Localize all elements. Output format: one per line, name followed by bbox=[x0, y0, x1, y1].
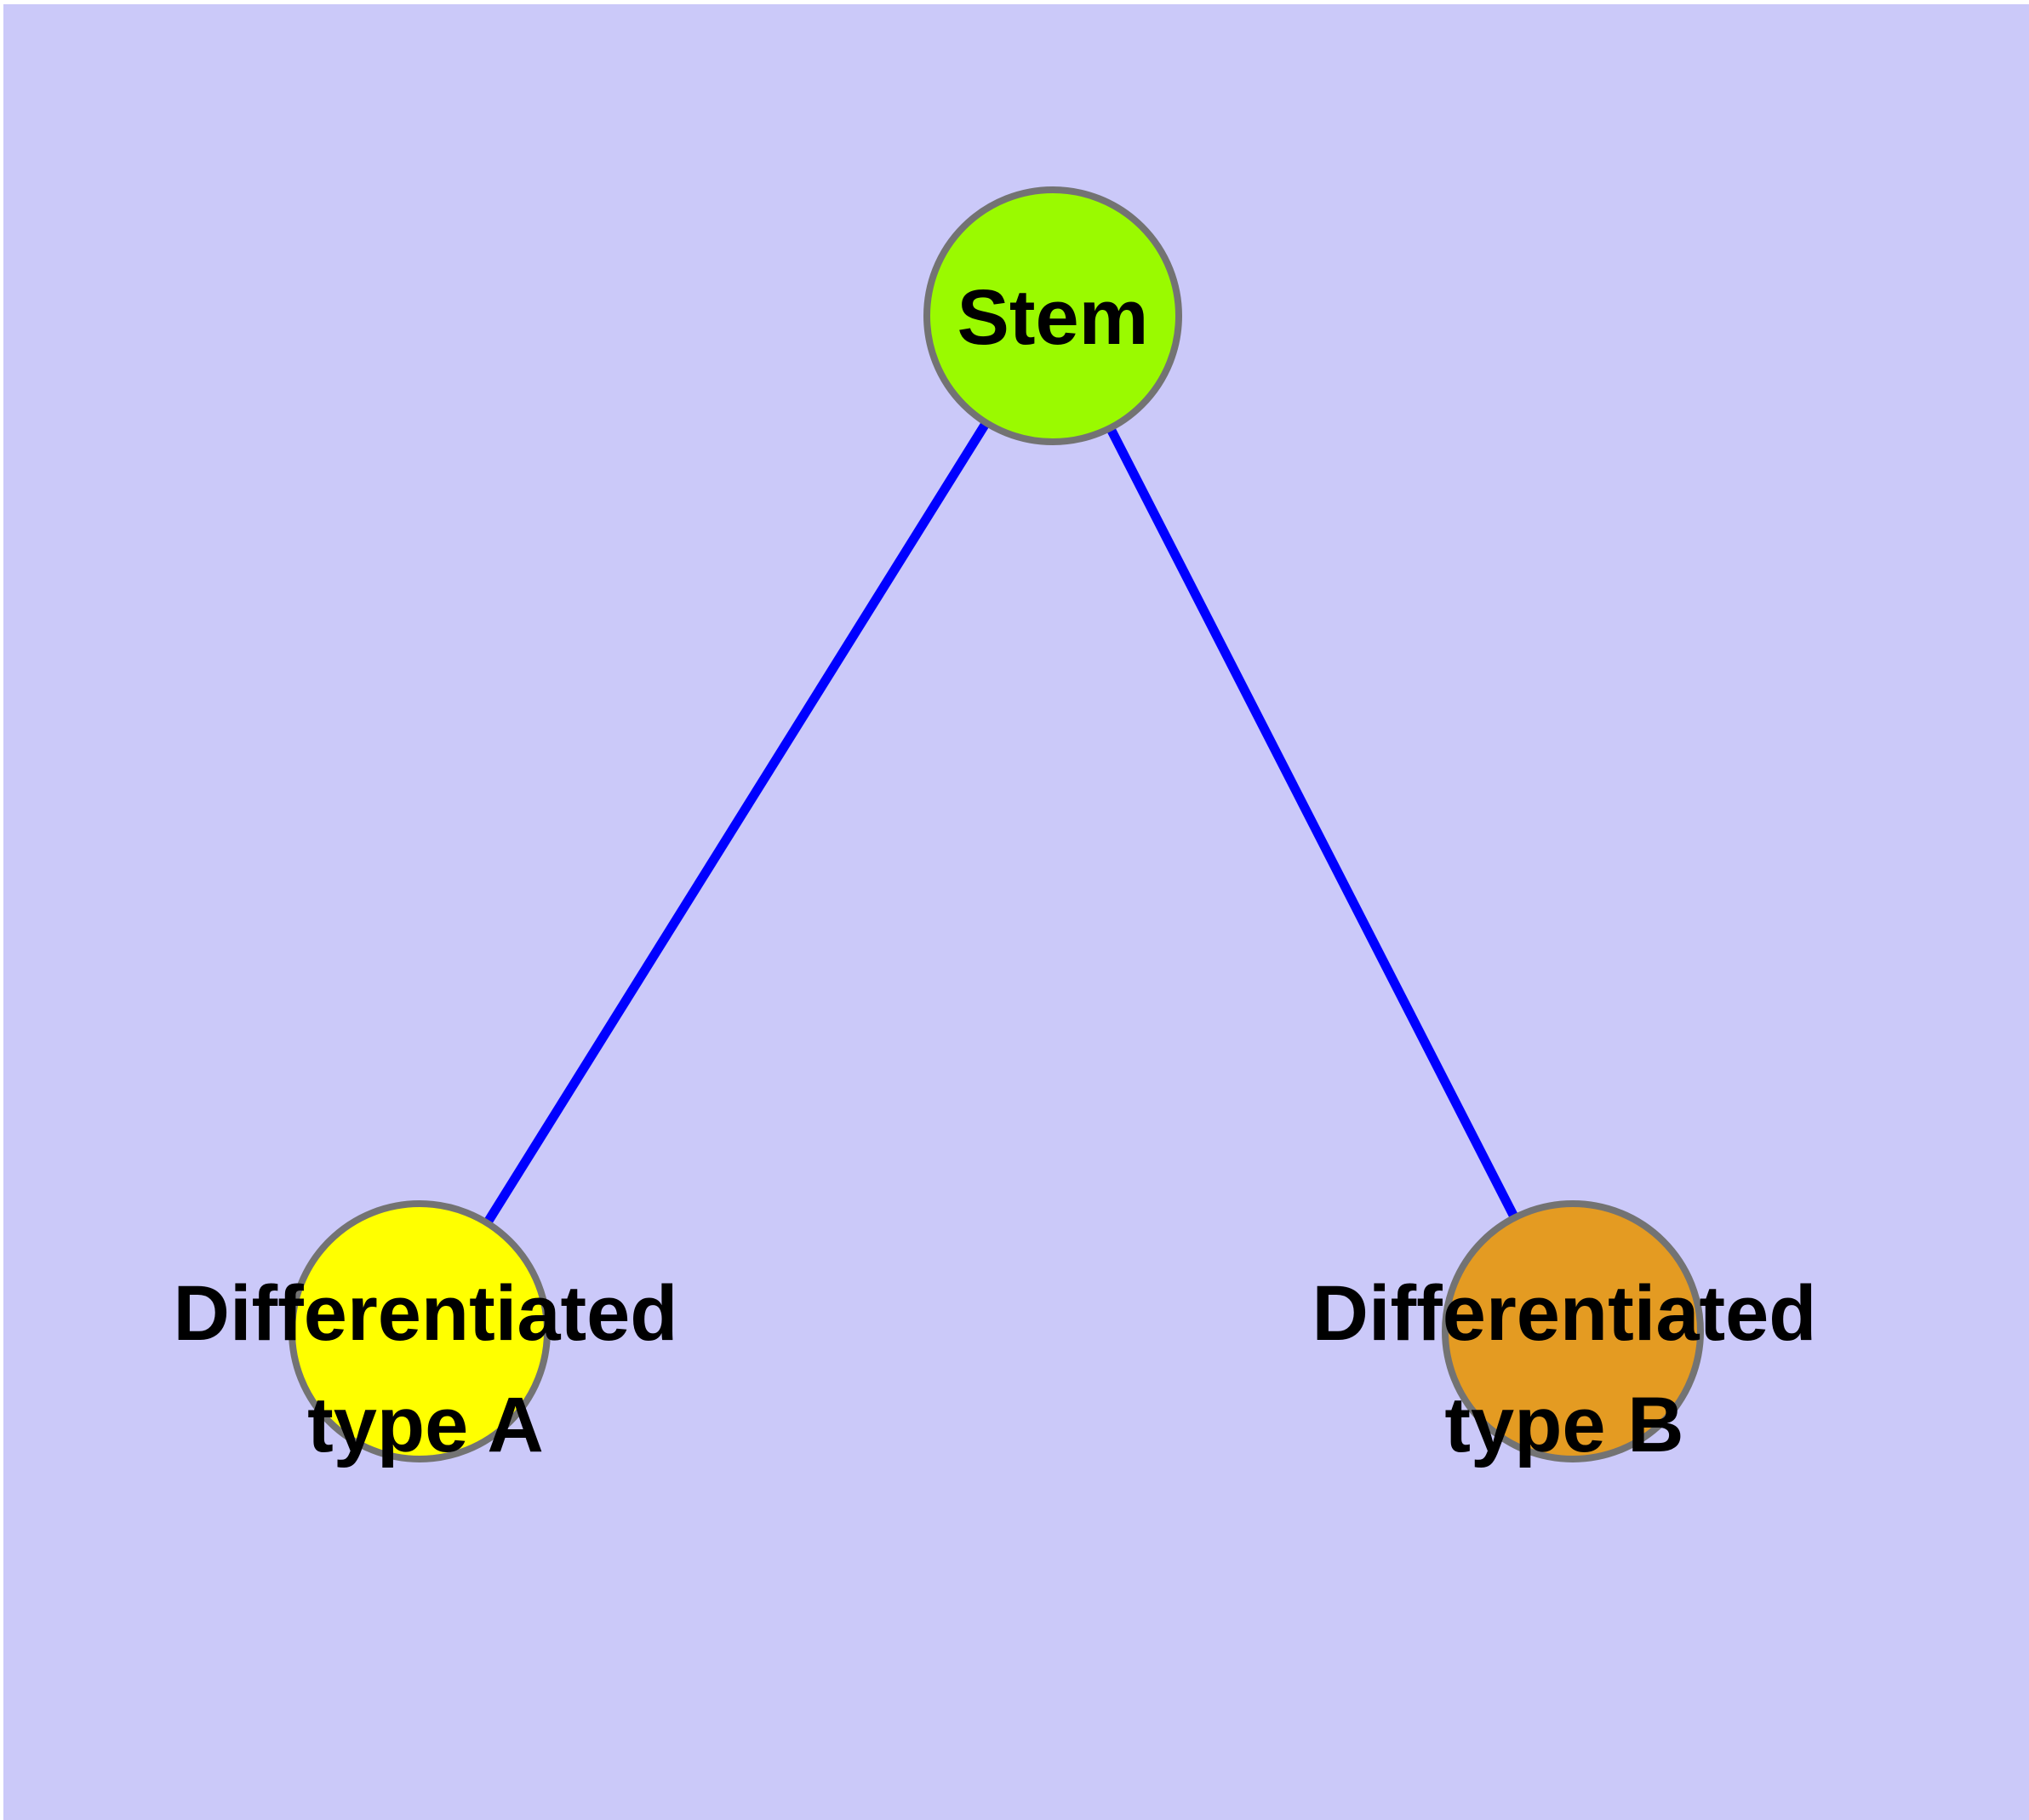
node-differentiated-type-a: Differentiated type A bbox=[174, 1200, 678, 1468]
node-stem-circle bbox=[923, 186, 1182, 445]
node-differentiated-type-b-label-line2: type B bbox=[1444, 1382, 1683, 1468]
node-differentiated-type-b: Differentiated type B bbox=[1312, 1200, 1817, 1468]
node-differentiated-type-b-circle bbox=[1442, 1200, 1704, 1462]
edge-stem-to-type-a bbox=[415, 313, 1057, 1334]
node-differentiated-type-a-label-line2: type A bbox=[307, 1382, 544, 1468]
node-differentiated-type-a-label-line1: Differentiated bbox=[174, 1270, 678, 1357]
edge-stem-to-type-b bbox=[1049, 313, 1577, 1334]
node-differentiated-type-a-circle bbox=[289, 1200, 551, 1462]
node-stem: Stem bbox=[923, 186, 1182, 445]
node-stem-label: Stem bbox=[957, 274, 1149, 361]
node-differentiated-type-b-label-line1: Differentiated bbox=[1312, 1270, 1817, 1357]
